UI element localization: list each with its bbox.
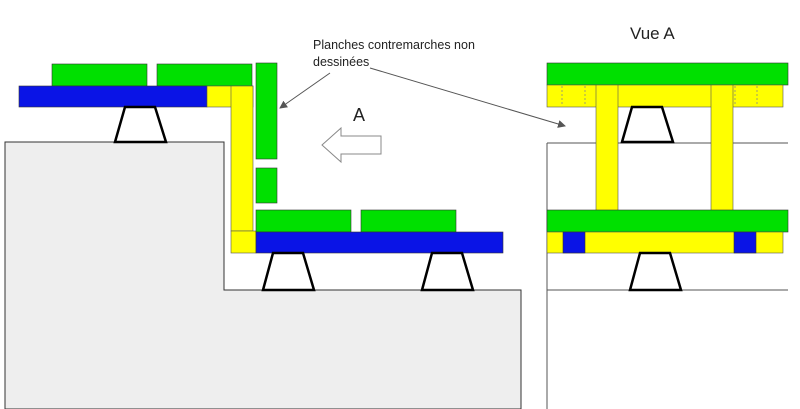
arrow-label: A (353, 105, 365, 125)
support-upper (113, 105, 168, 144)
leader-line-right (369, 67, 566, 128)
view-post-left (595, 84, 619, 212)
view-bottom-board (546, 209, 789, 233)
blue-beam-upper (18, 85, 208, 108)
note-line-1: Planches contremarches non (313, 38, 475, 52)
view-blue-end-right (733, 231, 757, 254)
support-lower-1 (261, 251, 316, 292)
yellow-post-vertical (230, 85, 254, 232)
view-blue-end-left (562, 231, 586, 254)
green-riser-1 (255, 62, 278, 160)
leader-line-left (279, 72, 331, 109)
view-title: Vue A (630, 24, 675, 43)
support-lower-2 (420, 251, 475, 292)
ground-block (4, 141, 522, 409)
view-top-crosspiece (546, 84, 784, 108)
view-post-right (710, 84, 734, 212)
green-board-lower-1 (255, 209, 352, 233)
green-board-lower-2 (360, 209, 457, 233)
green-riser-2 (255, 167, 278, 204)
note-line-2: dessinées (313, 55, 369, 69)
green-board-upper-2 (156, 63, 253, 87)
view-support-upper (620, 105, 675, 144)
view-support-lower (628, 251, 683, 292)
view-top-board (546, 62, 789, 86)
yellow-post-foot (230, 230, 257, 254)
blue-beam-lower (255, 231, 504, 254)
view-direction-arrow (321, 126, 382, 164)
green-board-upper-1 (51, 63, 148, 87)
